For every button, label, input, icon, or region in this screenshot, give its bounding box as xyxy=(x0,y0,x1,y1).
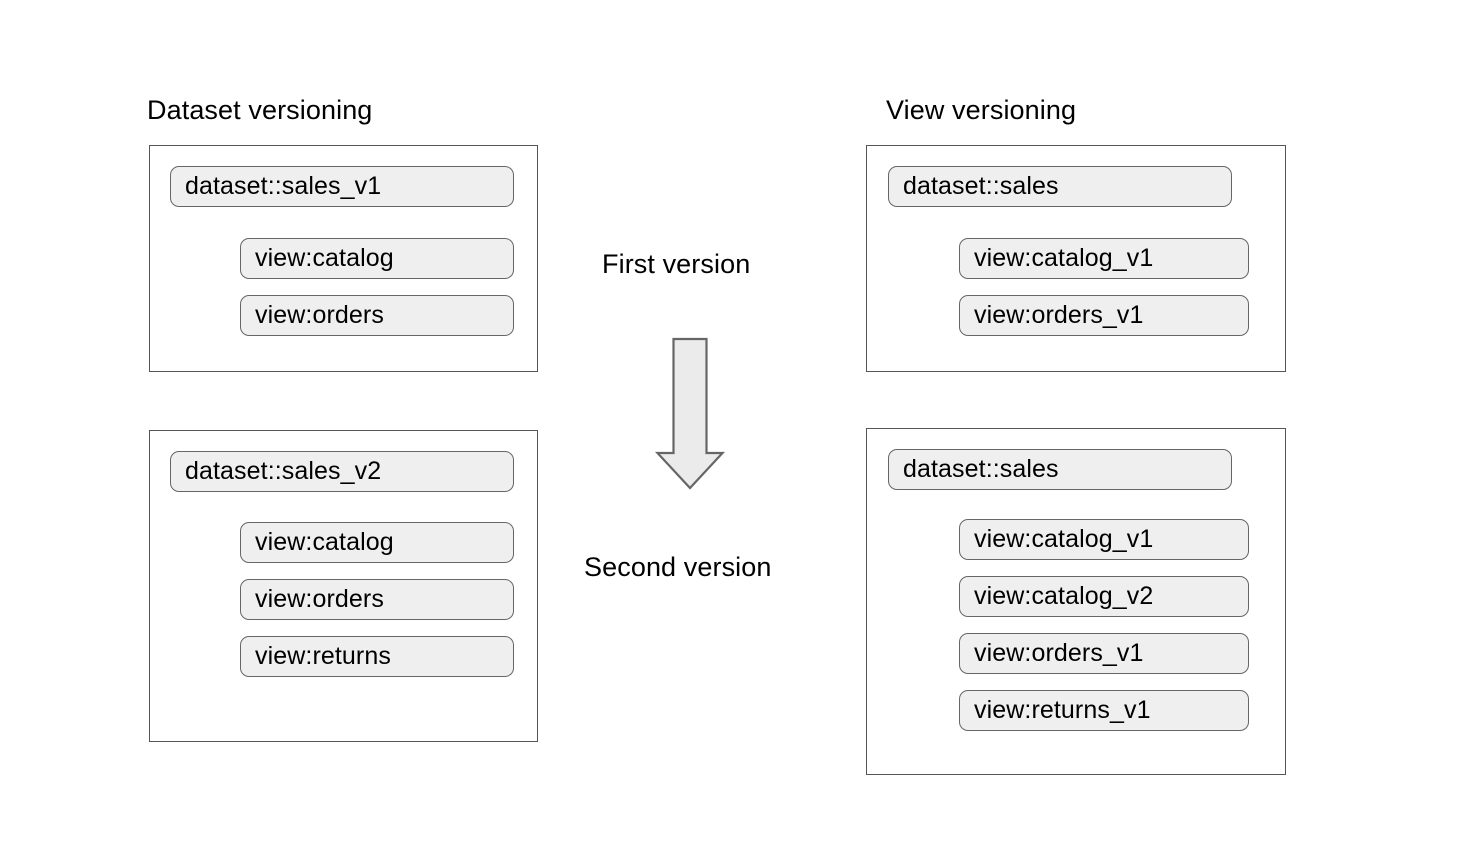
view-pill-returns-v1[interactable]: view:returns_v1 xyxy=(959,690,1249,731)
view-pill-returns[interactable]: view:returns xyxy=(240,636,514,677)
dataset-pill-sales-b[interactable]: dataset::sales xyxy=(888,449,1232,490)
column-title-dataset-versioning: Dataset versioning xyxy=(147,95,373,125)
view-pill-orders[interactable]: view:orders xyxy=(240,295,514,336)
dataset-pill-sales-a[interactable]: dataset::sales xyxy=(888,166,1232,207)
view-pill-catalog-v1[interactable]: view:catalog_v1 xyxy=(959,238,1249,279)
dataset-pill-sales-v1[interactable]: dataset::sales_v1 xyxy=(170,166,514,207)
stage-label-first-version: First version xyxy=(602,249,751,279)
view-pill-catalog-v1-b[interactable]: view:catalog_v1 xyxy=(959,519,1249,560)
view-pill-orders-v1[interactable]: view:orders_v1 xyxy=(959,295,1249,336)
view-pill-orders-v1-b[interactable]: view:orders_v1 xyxy=(959,633,1249,674)
view-pill-catalog-v2[interactable]: view:catalog_v2 xyxy=(959,576,1249,617)
stage-label-second-version: Second version xyxy=(584,552,772,582)
dataset-pill-sales-v2[interactable]: dataset::sales_v2 xyxy=(170,451,514,492)
view-pill-catalog-2[interactable]: view:catalog xyxy=(240,522,514,563)
down-arrow-icon xyxy=(652,335,728,493)
view-pill-catalog[interactable]: view:catalog xyxy=(240,238,514,279)
column-title-view-versioning: View versioning xyxy=(886,95,1077,125)
view-pill-orders-2[interactable]: view:orders xyxy=(240,579,514,620)
